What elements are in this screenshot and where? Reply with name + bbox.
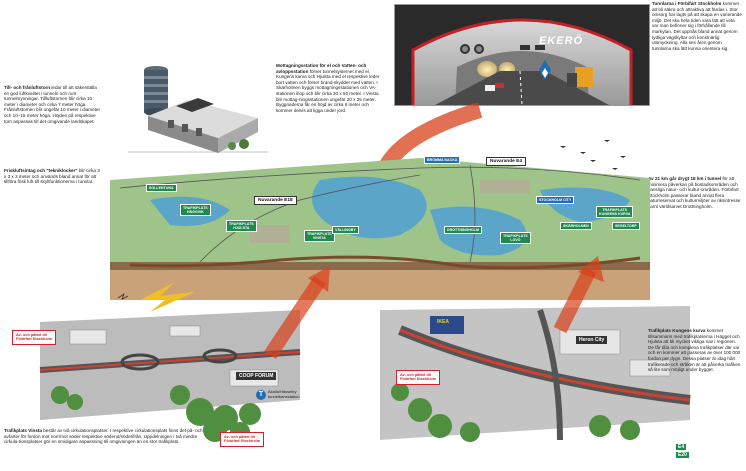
metro-label-line1: Akalla/Hässelby bbox=[268, 389, 297, 394]
station-description-title: Mottagningsstation för el och Vatten- oc… bbox=[276, 63, 367, 74]
station-description-body: förser tunnelsystemet med el. Kungens ku… bbox=[276, 68, 380, 113]
ramp-callout-bottom: Av- och påfart till Förbifart Stockholm bbox=[220, 432, 265, 447]
metro-label-line2: tunnelbanestation bbox=[268, 393, 300, 399]
tunnel-route bbox=[129, 255, 641, 270]
sign-kungens-kurva-line1: TRAFIKPLATS bbox=[602, 208, 628, 212]
ventilation-description-title: Till- och frånluftstorn bbox=[4, 85, 51, 90]
tunnel-length-title: Av 21 km går drygt 18 km i tunnel bbox=[648, 176, 722, 181]
fresh-air-description: Friskluftsintag och "tekniklocker" blir … bbox=[4, 168, 102, 185]
vinsta-description-title: Trafikplats Vinsta bbox=[4, 428, 42, 433]
tunnel-arrow bbox=[372, 102, 483, 191]
sign-vinsta-line2: VINSTA bbox=[312, 236, 326, 240]
sign-haggvik-line2: HÄGGVIK bbox=[186, 210, 204, 214]
sign-kungens-kurva-line2: KUNGENS KURVA bbox=[599, 212, 631, 216]
ramp-callout-left-line1: Av- och påfart till bbox=[16, 333, 47, 337]
sign-hjulsta: TRAFIKPLATS HJULSTA bbox=[226, 220, 257, 232]
kungens-kurva-title: Trafikplats Kungens kurva bbox=[648, 328, 706, 333]
sign-drottningholm: DROTTNINGHOLM bbox=[444, 226, 482, 234]
tunnel-description: Tunnlarna i Förbifart Stockholm kommer a… bbox=[652, 1, 742, 51]
fresh-air-description-body: blir cirka 3 x 3 x 3 meter och används b… bbox=[4, 168, 100, 185]
vinsta-description-body: består av två cirkulationsplatser. I res… bbox=[4, 428, 203, 445]
road-mark-e20: E20 bbox=[676, 452, 689, 458]
ramp-callout-left: Av- och påfart till Förbifart Stockholm bbox=[12, 330, 57, 345]
metro-label: Akalla/Hässelby tunnelbanestation bbox=[268, 389, 300, 399]
sign-segeltorp: SEGELTORP bbox=[612, 222, 640, 230]
coop-sign: COOP FORUM bbox=[236, 372, 277, 380]
ramp-callout-right-line2: Förbifart Stockholm bbox=[400, 377, 437, 382]
ventilation-description: Till- och frånluftstorn ledar till att s… bbox=[4, 85, 102, 124]
ventilation-illustration bbox=[128, 48, 268, 158]
sign-hjulsta-line1: TRAFIKPLATS bbox=[229, 222, 254, 226]
tunnel-scene bbox=[395, 5, 649, 106]
birds bbox=[560, 140, 626, 170]
heron-city-sign: Heron City bbox=[576, 336, 608, 344]
vinsta-illustration bbox=[40, 310, 300, 420]
sign-haggvik: TRAFIKPLATS HÄGGVIK bbox=[180, 204, 211, 216]
road-mark-e4: E4 bbox=[676, 444, 687, 450]
sign-lovo: TRAFIKPLATS LOVÖ bbox=[500, 232, 531, 244]
ramp-callout-right-line1: Av- och påfart till bbox=[400, 373, 431, 377]
tunnel-description-title: Tunnlarna i Förbifart Stockholm bbox=[652, 1, 722, 6]
sign-lovo-line2: LOVÖ bbox=[510, 238, 521, 242]
ramp-callout-left-line2: Förbifart Stockholm bbox=[16, 337, 53, 342]
sign-hjulsta-line2: HJULSTA bbox=[233, 226, 250, 230]
sign-vinsta: TRAFIKPLATS VINSTA bbox=[304, 230, 335, 242]
fresh-air-description-title: Friskluftsintag och "tekniklocker" bbox=[4, 168, 78, 173]
ikea-sign: IKEA bbox=[434, 318, 452, 326]
tunnel-description-body: kommer att bli säkra och attraktiva att … bbox=[652, 1, 742, 51]
sign-bromma-nacka: BROMMA NACKA bbox=[424, 156, 461, 164]
tunnel-sign: EKERÖ bbox=[539, 35, 584, 47]
sign-kungens-kurva: TRAFIKPLATS KUNGENS KURVA bbox=[596, 206, 634, 218]
metro-icon: T bbox=[256, 390, 266, 400]
ventilation-description-body: ledar till att säkerställa en god luftkv… bbox=[4, 85, 101, 124]
tunnel-illustration: EKERÖ bbox=[394, 4, 650, 106]
ramp-callout-bottom-line2: Förbifart Stockholm bbox=[224, 439, 261, 444]
truck bbox=[575, 67, 593, 87]
sign-vinsta-line1: TRAFIKPLATS bbox=[307, 232, 332, 236]
sign-lovo-line1: TRAFIKPLATS bbox=[503, 234, 528, 238]
sign-sollentuna: SOLLENTUNA bbox=[146, 184, 177, 192]
ramp-callout-right: Av- och påfart till Förbifart Stockholm bbox=[396, 370, 441, 385]
sign-vallingby: VÄLLINGBY bbox=[332, 226, 359, 234]
road-label-e4: Nuvarande E4 bbox=[486, 157, 526, 166]
kungens-kurva-body: kommer tillsammans med trafikplatserna i… bbox=[648, 328, 741, 373]
tunnel-length-description: Av 21 km går drygt 18 km i tunnel för at… bbox=[648, 176, 742, 210]
vinsta-description: Trafikplats Vinsta består av två cirkula… bbox=[4, 428, 212, 445]
ramp-callout-bottom-line1: Av- och påfart till bbox=[224, 435, 255, 439]
road-label-e18: Nuvarande E18 bbox=[254, 196, 297, 205]
sign-skarholmen: SKÄRHOLMEN bbox=[560, 222, 592, 230]
kungens-kurva-description: Trafikplats Kungens kurva kommer tillsam… bbox=[648, 328, 742, 373]
lightning-icon bbox=[140, 282, 195, 312]
sign-haggvik-line1: TRAFIKPLATS bbox=[183, 206, 208, 210]
tunnel-length-body: för att minimera påverkan på bostadsområ… bbox=[648, 176, 741, 209]
sign-stockholm-city: STOCKHOLM CITY bbox=[536, 196, 575, 204]
station-description: Mottagningsstation för el och Vatten- oc… bbox=[276, 63, 384, 113]
